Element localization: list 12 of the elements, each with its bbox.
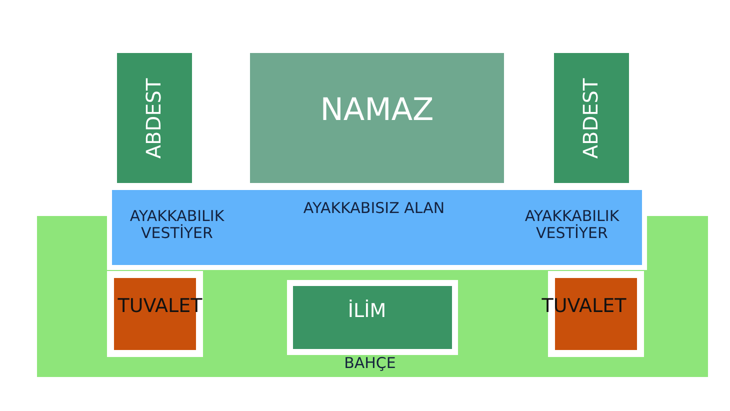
room-label: BAHÇE xyxy=(344,355,396,373)
room-label: İLİM xyxy=(348,301,386,323)
study-room xyxy=(287,280,458,355)
room-label: ABDEST xyxy=(142,78,166,158)
washroom-area xyxy=(554,53,629,183)
room-label: AYAKKABISIZ ALAN xyxy=(303,200,445,218)
prayer-hall xyxy=(250,53,504,183)
room-label: AYAKKABILIK VESTİYER xyxy=(524,208,620,242)
room-label: ABDEST xyxy=(580,78,602,158)
washroom-area xyxy=(117,53,192,183)
room-label: NAMAZ xyxy=(320,93,434,129)
room-label: AYAKKABILIK VESTİYER xyxy=(128,208,226,242)
